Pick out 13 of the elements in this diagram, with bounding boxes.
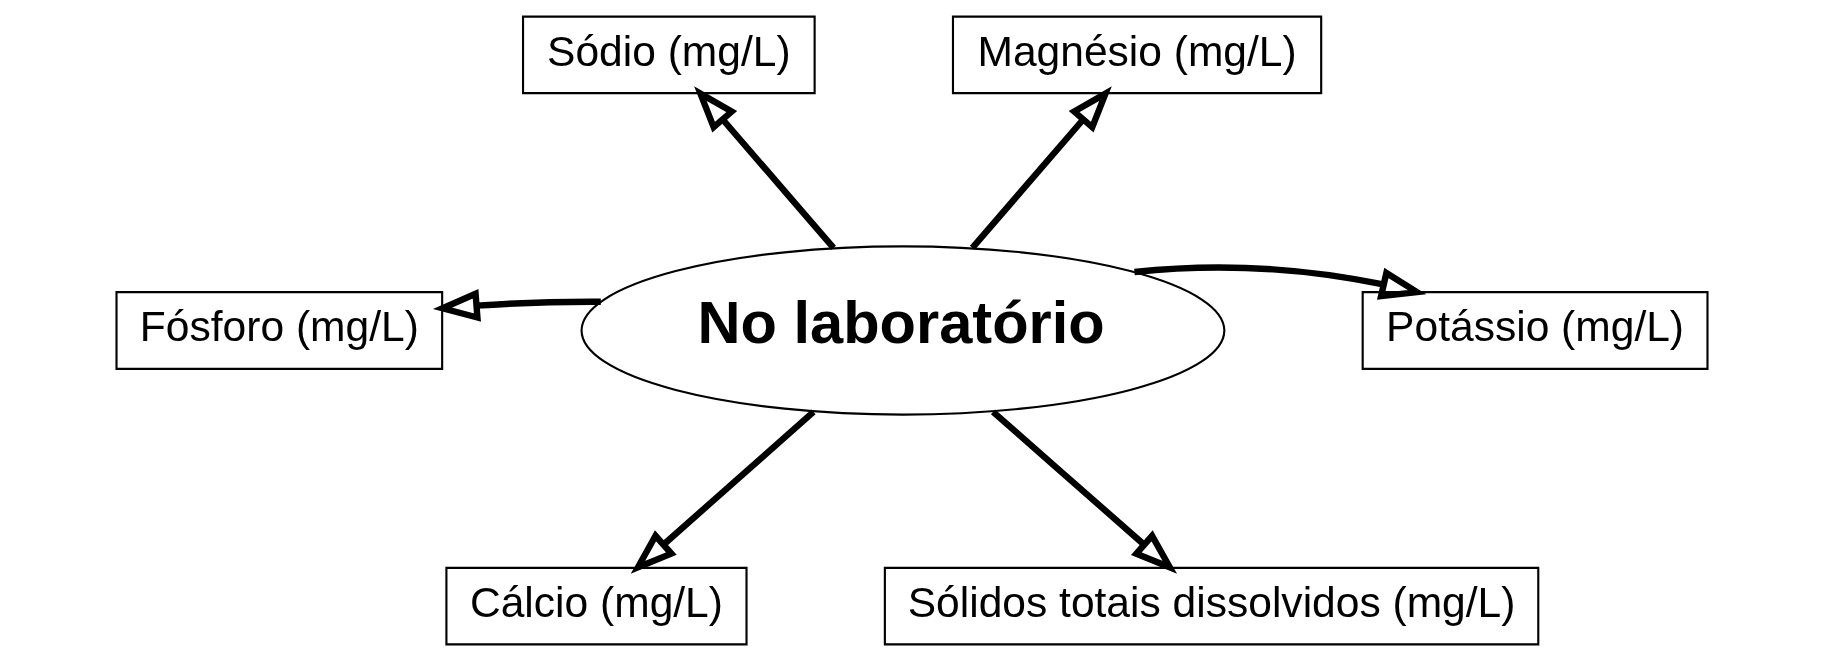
node-ellipse: No laboratório bbox=[580, 245, 1225, 416]
node-box: Fósforo (mg/L) bbox=[114, 291, 443, 370]
arrow bbox=[1133, 264, 1426, 300]
node-box: Sólidos totais dissolvidos (mg/L) bbox=[883, 566, 1539, 646]
arrow bbox=[693, 86, 836, 250]
arrow bbox=[990, 409, 1177, 574]
node-box: Sódio (mg/L) bbox=[521, 15, 816, 95]
node-box: Potássio (mg/L) bbox=[1361, 291, 1709, 370]
arrow bbox=[432, 289, 601, 322]
arrow bbox=[630, 409, 816, 574]
node-box: Cálcio (mg/L) bbox=[444, 566, 748, 646]
arrow bbox=[969, 86, 1112, 250]
node-box: Magnésio (mg/L) bbox=[951, 15, 1322, 95]
